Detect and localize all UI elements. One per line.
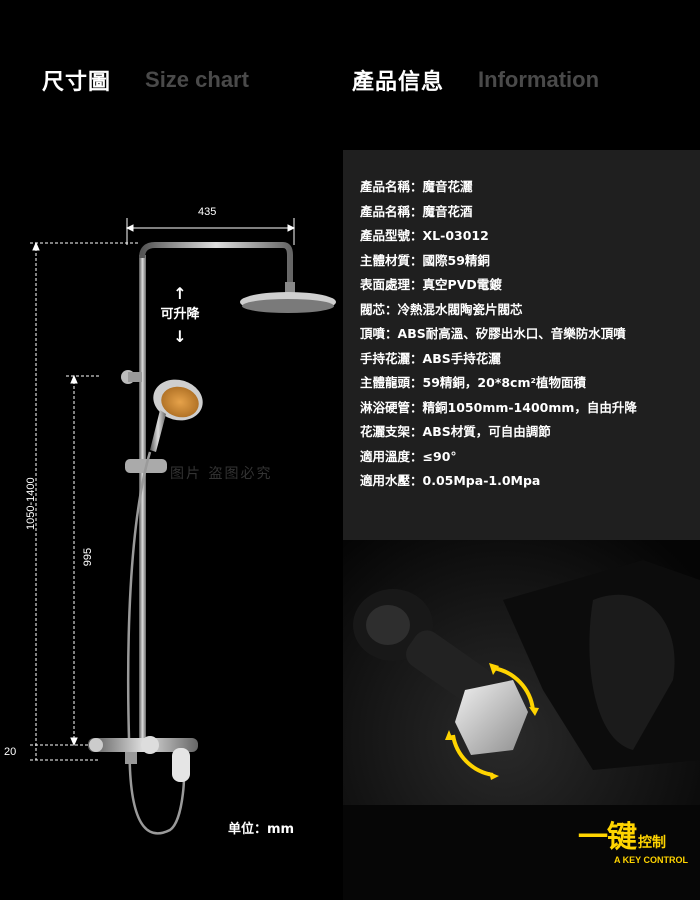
info-separator: ： [385,326,398,341]
info-row: 主體龍頭：59精銅，20*8cm²植物面積 [360,371,637,396]
info-row: 適用水壓：0.05Mpa-1.0Mpa [360,469,637,494]
information-header: 產品信息 Information [340,60,599,100]
info-label: 淋浴硬管 [360,399,411,415]
one-key-subtitle: A KEY CONTROL [614,855,689,865]
width-dimension-label: 435 [198,206,217,218]
info-value: 魔音花酒 [422,203,473,219]
info-separator: ： [410,252,423,268]
info-row: 頂噴：ABS耐高溫、矽膠出水口、音樂防水頂噴 [360,322,637,347]
info-value: 冷熱混水閥陶瓷片閥芯 [397,301,523,317]
info-separator: ： [410,350,423,366]
valve-closeup-photo [343,540,700,900]
lift-label: 可升降 [160,307,200,322]
unit-label: 单位：mm [228,822,295,837]
info-value: 精銅1050mm-1400mm，自由升降 [422,399,637,415]
information-title-cn: 產品信息 [352,70,445,95]
info-separator: ： [410,228,423,243]
info-value: 國際59精銅 [422,252,490,268]
one-key-title-small: 控制 [638,835,666,851]
info-separator: ： [410,375,423,390]
info-separator: ： [410,424,423,439]
height-range-dimension-label: 1050-1400 [25,477,37,530]
info-separator: ： [410,179,423,194]
info-label: 產品名稱 [360,203,411,219]
info-value: XL-03012 [422,228,489,243]
info-label: 花灑支架 [360,424,411,439]
info-row: 花灑支架：ABS材質，可自由調節 [360,420,637,445]
info-row: 產品名稱：魔音花灑 [360,175,637,200]
info-row: 表面處理：真空PVD電鍍 [360,273,637,298]
info-value: 59精銅，20*8cm²植物面積 [422,375,586,390]
info-label: 主體龍頭 [360,375,411,390]
information-title-en: Information [478,67,600,92]
info-value: ≤90° [422,448,457,464]
info-value: 真空PVD電鍍 [422,277,502,292]
lift-indicator: ↑ 可升降 ↓ [150,285,210,346]
info-separator: ： [385,301,398,317]
info-label: 閥芯 [360,301,386,317]
info-value: ABS耐高溫、矽膠出水口、音樂防水頂噴 [397,326,626,341]
one-key-control-title: 一键 控制 [578,812,666,856]
bottom-dimension-label: 20 [4,746,17,758]
size-chart-title-cn: 尺寸圖 [42,70,112,95]
info-row: 淋浴硬管：精銅1050mm-1400mm，自由升降 [360,396,637,421]
arrow-up-icon: ↑ [173,284,187,303]
shower-diagram [30,218,336,835]
info-row: 閥芯：冷熱混水閥陶瓷片閥芯 [360,298,637,323]
info-value: 0.05Mpa-1.0Mpa [422,473,541,488]
info-row: 手持花灑：ABS手持花灑 [360,347,637,372]
info-label: 產品名稱 [360,179,411,194]
size-chart-header: 尺寸圖 Size chart [30,60,249,100]
info-label: 產品型號 [360,228,411,243]
info-label: 適用溫度 [360,448,411,464]
info-row: 適用溫度：≤90° [360,445,637,470]
watermark-text: 图片 盗图必究 [170,466,273,482]
info-value: 魔音花灑 [422,179,473,194]
info-label: 頂噴 [360,326,386,341]
info-row: 主體材質：國際59精銅 [360,249,637,274]
info-label: 主體材質 [360,252,411,268]
info-label: 手持花灑 [360,350,411,366]
info-separator: ： [410,448,423,464]
info-separator: ： [410,277,423,292]
info-separator: ： [410,399,423,415]
info-value: ABS手持花灑 [422,350,501,366]
arrow-down-icon: ↓ [173,327,187,346]
info-row: 產品名稱：魔音花酒 [360,200,637,225]
height-bar-dimension-label: 995 [82,547,94,567]
size-chart-title-en: Size chart [145,67,249,92]
info-separator: ： [410,473,423,488]
info-row: 產品型號：XL-03012 [360,224,637,249]
info-separator: ： [410,203,423,219]
info-value: ABS材質，可自由調節 [422,424,551,439]
info-label: 適用水壓 [360,473,411,488]
one-key-title-big: 一键 [578,820,637,855]
info-label: 表面處理 [360,277,411,292]
